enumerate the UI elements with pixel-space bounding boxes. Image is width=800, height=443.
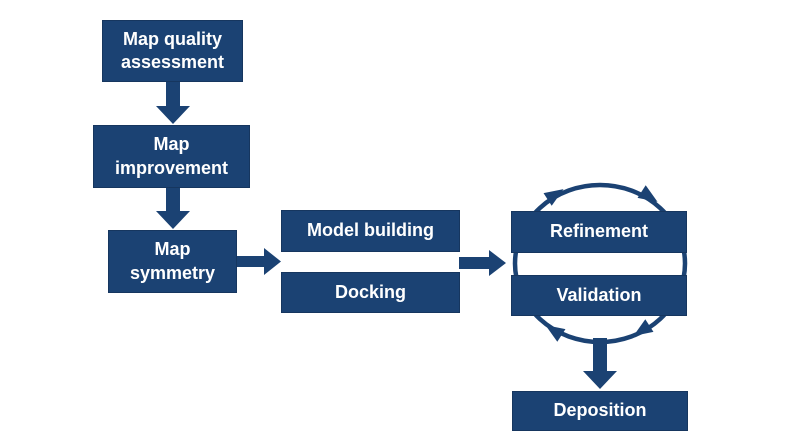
box-model-building-label: Model building (307, 220, 434, 241)
refinement-validation-cycle-ellipse (512, 182, 688, 345)
box-validation-label: Validation (556, 284, 642, 305)
arrow-modeling-to-refinement-icon (459, 250, 506, 276)
arrow-symmetry-to-modeling-icon (237, 248, 281, 275)
box-refinement-label: Refinement (549, 221, 648, 242)
box-refinement: Refinement (511, 211, 687, 253)
box-validation: Validation (511, 275, 687, 316)
box-deposition-label: Deposition (553, 400, 647, 421)
cycle-arrowhead-top-left-icon (543, 189, 564, 206)
box-docking: Docking (281, 272, 460, 313)
box-map-symmetry-label: Map symmetry (129, 239, 216, 283)
cycle-arrowhead-top-right-icon (637, 185, 658, 202)
arrow-cycle-to-deposition-icon (583, 338, 617, 389)
arrow-improvement-to-symmetry-icon (156, 188, 190, 229)
box-model-building: Model building (281, 210, 460, 252)
arrow-quality-to-improvement-icon (156, 82, 190, 124)
cycle-arrowhead-bottom-left-icon (545, 325, 566, 342)
box-map-improvement: Map improvement (93, 125, 250, 188)
box-map-improvement-label: Map improvement (114, 134, 229, 178)
box-deposition: Deposition (512, 391, 688, 431)
box-map-quality-assessment: Map quality assessment (102, 20, 243, 82)
box-map-quality-assessment-label: Map quality assessment (120, 28, 225, 72)
box-map-symmetry: Map symmetry (108, 230, 237, 293)
cycle-arrowhead-bottom-right-icon (633, 319, 654, 336)
box-docking-label: Docking (334, 281, 406, 302)
